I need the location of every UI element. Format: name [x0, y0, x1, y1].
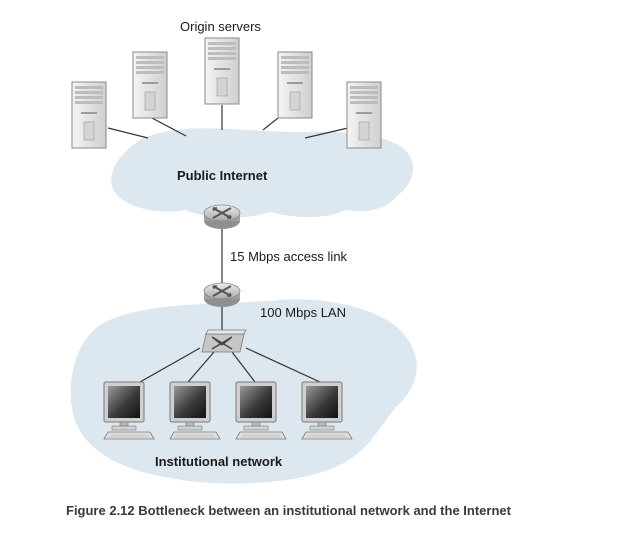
- public-internet-cloud: [111, 128, 414, 218]
- server-icon: [204, 37, 240, 105]
- server-icon: [346, 81, 382, 149]
- institutional-network-label: Institutional network: [155, 454, 283, 469]
- router-icon: [203, 204, 241, 230]
- router-icon: [203, 282, 241, 308]
- origin-servers-label: Origin servers: [180, 19, 261, 34]
- links: [107, 105, 349, 383]
- switch-icon: [201, 329, 247, 353]
- server-icon: [277, 51, 313, 119]
- access-link-label: 15 Mbps access link: [230, 249, 348, 264]
- figure-caption: Figure 2.12 Bottleneck between an instit…: [66, 503, 511, 518]
- lan-label: 100 Mbps LAN: [260, 305, 346, 320]
- server-icon: [132, 51, 168, 119]
- public-internet-label: Public Internet: [177, 168, 268, 183]
- server-icon: [71, 81, 107, 149]
